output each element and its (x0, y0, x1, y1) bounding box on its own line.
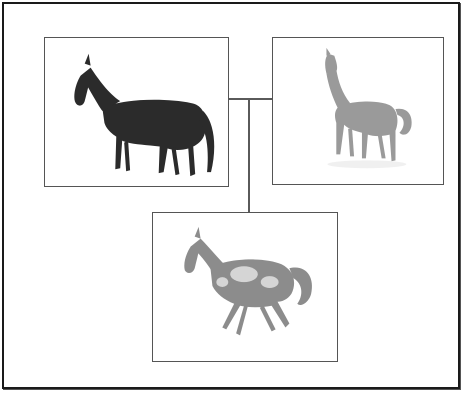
light-horse-standing-icon (273, 38, 443, 184)
parent-2-panel (272, 37, 444, 185)
parent-1-panel (44, 37, 229, 187)
pinto-horse-trotting-icon (153, 213, 337, 361)
offspring-link-line (248, 98, 250, 212)
parents-link-line (229, 98, 273, 100)
offspring-panel (152, 212, 338, 362)
dark-horse-standing-icon (45, 38, 228, 186)
diagram-frame (2, 2, 460, 389)
